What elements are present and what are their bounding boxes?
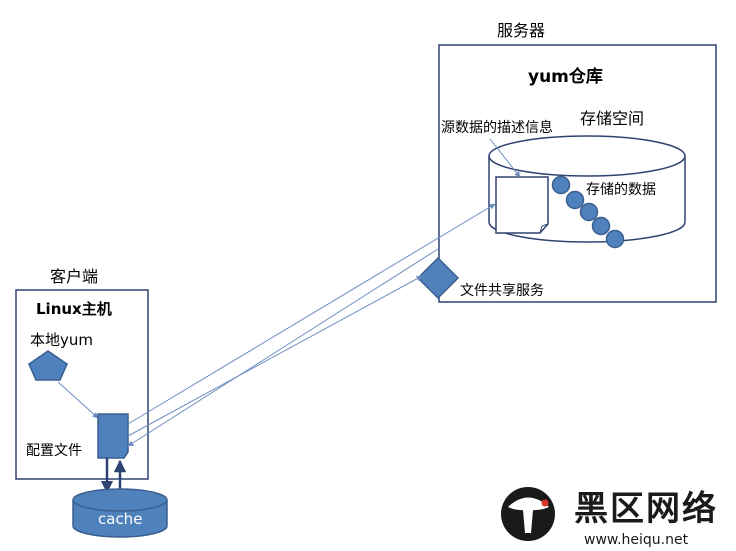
client-title: 客户端 — [50, 267, 98, 286]
metadata-label: 源数据的描述信息 — [441, 119, 553, 136]
local-yum-pentagon-icon — [28, 350, 68, 381]
cache-cylinder — [72, 488, 168, 538]
metadata-pointer-arrow — [489, 138, 521, 178]
config-file-icon — [97, 413, 129, 459]
host-title: Linux主机 — [36, 300, 112, 318]
metadata-document-icon — [495, 176, 549, 234]
data-circle — [591, 216, 611, 236]
config-cache-arrows — [100, 458, 127, 494]
stored-data-circles — [551, 175, 625, 249]
client-box — [15, 289, 149, 480]
connection-lines — [127, 203, 496, 447]
data-circle — [579, 202, 599, 222]
server-title: 服务器 — [497, 21, 545, 40]
stored-data-label: 存储的数据 — [586, 182, 656, 198]
data-circle — [565, 190, 585, 210]
watermark-brand: 黑区网络 — [574, 489, 718, 529]
share-service-label: 文件共享服务 — [460, 282, 544, 299]
cache-label: cache — [98, 510, 142, 528]
share-service-diamond — [416, 256, 460, 300]
data-circle — [551, 175, 571, 195]
watermark-url: www.heiqu.net — [584, 532, 689, 548]
local-yum-label: 本地yum — [30, 331, 93, 349]
repo-title: yum仓库 — [528, 66, 603, 87]
document-fold — [539, 223, 549, 234]
server-box — [438, 44, 717, 303]
yum-to-config-arrow — [57, 381, 99, 419]
storage-label: 存储空间 — [580, 109, 644, 128]
data-circle — [605, 229, 625, 249]
config-file-label: 配置文件 — [26, 443, 82, 459]
watermark-logo — [501, 487, 555, 541]
